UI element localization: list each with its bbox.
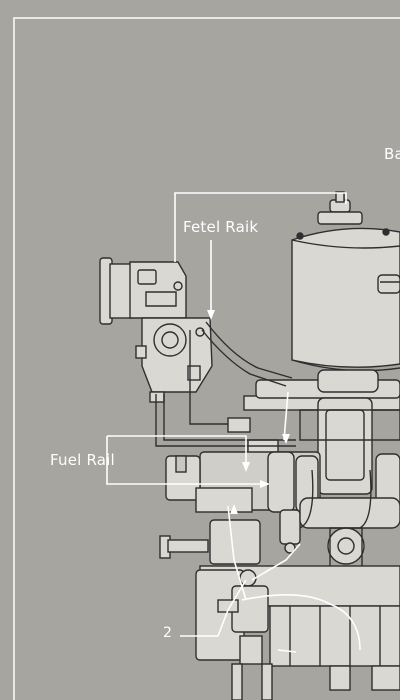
fuel-pipes xyxy=(155,321,372,529)
frame-border xyxy=(13,17,400,700)
lower-assembly xyxy=(159,455,296,700)
label-fuel-rail: Fuel Rail xyxy=(50,451,115,469)
label-fetel-raik: Fetel Raik xyxy=(183,218,259,236)
label-callout-number: 2 xyxy=(163,625,173,641)
air-filter xyxy=(291,191,400,372)
carburetor xyxy=(99,257,213,403)
callout-arrowheads xyxy=(207,310,290,514)
label-cut-off: Ba xyxy=(384,145,400,163)
callout-lines xyxy=(106,192,361,653)
